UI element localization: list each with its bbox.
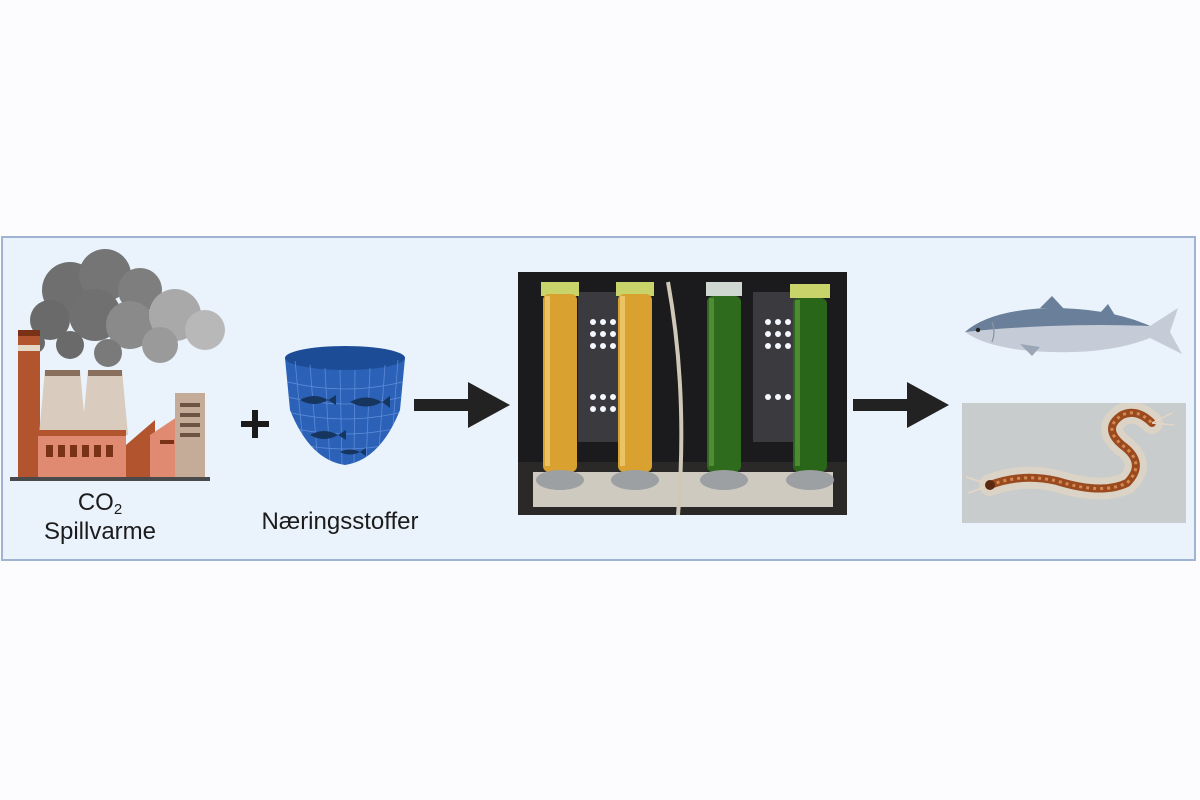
naeringsstoffer-label: Næringsstoffer xyxy=(261,508,419,535)
polychaete-worm-photo xyxy=(962,403,1186,523)
smoke-cloud-icon xyxy=(25,249,225,367)
spillvarme-label: Spillvarme xyxy=(43,518,157,545)
co2-label: CO2 xyxy=(77,489,123,519)
factory-icon xyxy=(10,249,225,481)
photobioreactor-photo xyxy=(518,272,847,515)
arrow-right-icon xyxy=(414,382,510,428)
fish-net-pen-icon xyxy=(285,346,405,465)
salmon-icon xyxy=(965,296,1182,356)
plus-icon xyxy=(241,410,269,438)
arrow-right-icon xyxy=(853,382,949,428)
